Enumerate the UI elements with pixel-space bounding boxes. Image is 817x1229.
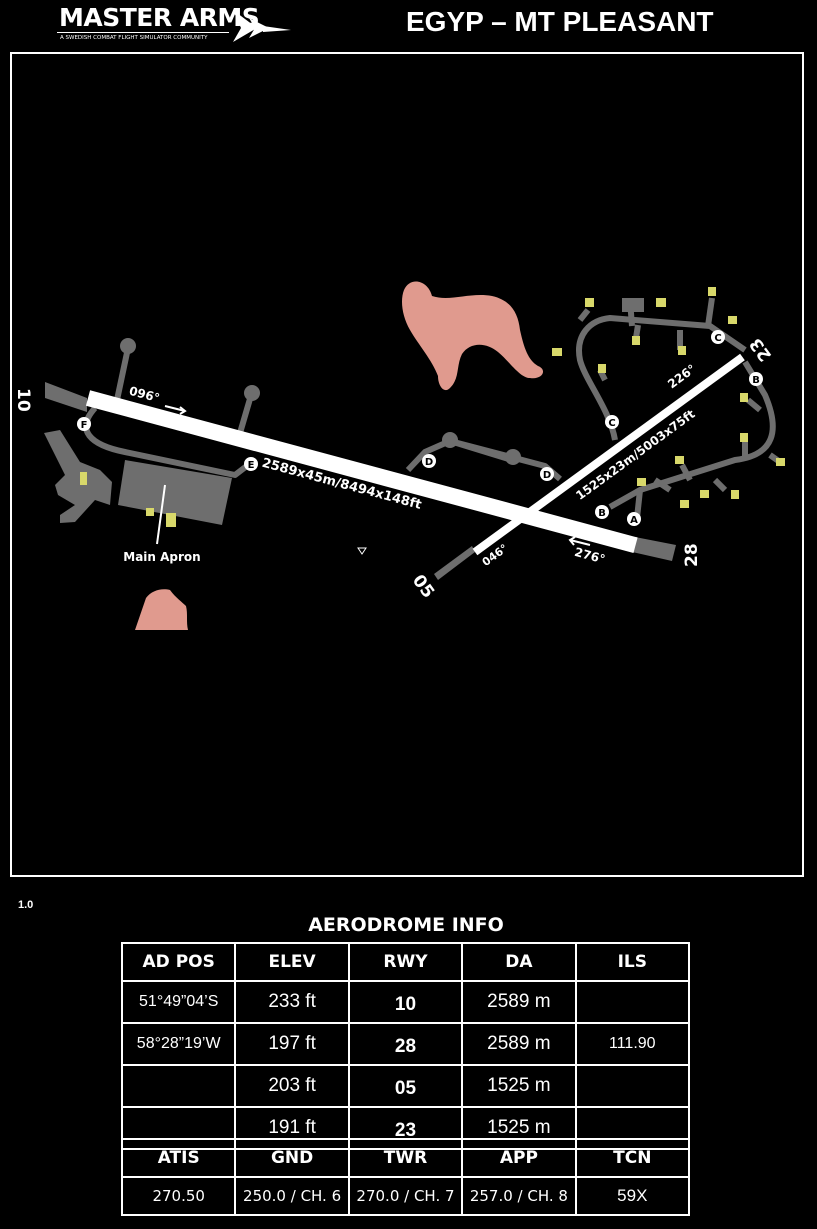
elev-cell: 197 ft	[234, 1022, 350, 1066]
rwy-cell: 10	[347, 980, 464, 1024]
master-arms-logo: MASTER ARMS A SWEDISH COMBAT FLIGHT SIMU…	[55, 4, 295, 48]
aerodrome-info-title: AERODROME INFO	[308, 914, 504, 936]
table-row: 270.50 250.0 / CH. 6 270.0 / CH. 7 257.0…	[120, 1176, 691, 1216]
da-cell: 2589 m	[461, 980, 577, 1024]
header-gnd: GND	[234, 1138, 350, 1178]
header-atis: ATIS	[120, 1138, 237, 1178]
chart-title: EGYP – MT PLEASANT	[406, 6, 714, 37]
terrain-area-south	[135, 589, 188, 630]
runway-05-23-dimensions: 1525 x 23 m / 5003 x 75 ft	[573, 407, 697, 503]
taxiway-label: F	[81, 420, 88, 431]
taxiway-marker-d: D	[422, 454, 436, 468]
taxiway-marker-c: C	[711, 330, 725, 344]
table-header-row: AD POS ELEV RWY DA ILS	[120, 942, 691, 982]
taxiway-label: B	[598, 508, 606, 519]
logo-subtitle: A SWEDISH COMBAT FLIGHT SIMULATOR COMMUN…	[60, 35, 208, 41]
taxiway-label: C	[608, 418, 615, 429]
header-rwy: RWY	[347, 942, 464, 982]
gnd-frequency: 250.0 / CH. 6	[234, 1176, 350, 1216]
tacan-channel: 59X	[574, 1176, 691, 1216]
ils-cell	[574, 1064, 691, 1108]
header-ad-pos: AD POS	[120, 942, 237, 982]
ils-cell	[574, 980, 691, 1024]
main-apron-label: Main Apron	[123, 550, 200, 564]
elev-cell: 203 ft	[234, 1064, 350, 1108]
dimension-word: 45	[303, 467, 324, 486]
taxiway-marker-b: B	[595, 505, 609, 519]
runway-end-23: 23	[746, 334, 776, 365]
taxiway-marker-c: C	[605, 415, 619, 429]
header-da: DA	[461, 942, 577, 982]
runway-end-28: 28	[682, 543, 702, 567]
app-frequency: 257.0 / CH. 8	[461, 1176, 577, 1216]
logo-underline	[57, 32, 229, 33]
da-cell: 2589 m	[461, 1022, 577, 1066]
runway-10-28-dimensions: 2589 x 45 m / 8494 x 148 ft	[260, 456, 423, 513]
airport-diagram: 2589 x 45 m / 8494 x 148 ft 096° 276° 10…	[13, 281, 785, 630]
atis-frequency: 270.50	[120, 1176, 237, 1216]
taxiway-marker-f: F	[77, 417, 91, 431]
heading-226: 226°	[665, 362, 698, 392]
logo-title: MASTER ARMS	[59, 3, 260, 32]
dimension-word: /	[334, 475, 343, 491]
header-app: APP	[461, 1138, 577, 1178]
frequency-table: ATIS GND TWR APP TCN 270.50 250.0 / CH. …	[120, 1138, 691, 1216]
header-ils: ILS	[574, 942, 691, 982]
runway-10-28: 2589 x 45 m / 8494 x 148 ft 096° 276°	[85, 384, 638, 567]
header-elev: ELEV	[234, 942, 350, 982]
taxiway-markers: F E D D C C B B A	[77, 330, 763, 526]
dimension-word: 148	[381, 488, 411, 510]
arp-icon	[357, 547, 367, 555]
taxiway-label: B	[752, 375, 760, 386]
rwy-cell: 05	[347, 1064, 464, 1108]
dimension-word: m	[321, 472, 338, 490]
runway-05-23-surface	[472, 353, 745, 556]
ils-cell: 111.90	[574, 1022, 691, 1066]
taxiway-marker-b: B	[749, 372, 763, 386]
runway-end-10: 10	[13, 388, 33, 412]
header-tcn: TCN	[574, 1138, 691, 1178]
heading-276: 276°	[573, 545, 607, 567]
taxiway-marker-e: E	[244, 457, 258, 471]
dimension-word: ft	[408, 495, 423, 513]
taxiway-marker-d: D	[540, 467, 554, 481]
jet-icon	[233, 10, 291, 42]
runway-10-28-surface	[85, 390, 638, 553]
taxiway-label: D	[543, 470, 551, 481]
arrow-276-icon	[568, 536, 591, 546]
ad-pos-cell: 51°49”04’S	[120, 980, 237, 1024]
table-header-row: ATIS GND TWR APP TCN	[120, 1138, 691, 1178]
apron-leader-line	[156, 484, 166, 545]
version-label: 1.0	[18, 899, 34, 911]
ad-pos-cell	[120, 1064, 237, 1108]
twr-frequency: 270.0 / CH. 7	[347, 1176, 464, 1216]
map-frame	[10, 52, 804, 877]
header-twr: TWR	[347, 1138, 464, 1178]
da-cell: 1525 m	[461, 1064, 577, 1108]
elev-cell: 233 ft	[234, 980, 350, 1024]
taxiway-label: E	[248, 460, 255, 471]
taxiway-label: D	[425, 457, 433, 468]
taxiway-marker-a: A	[627, 512, 641, 526]
taxiway-label: A	[630, 515, 638, 526]
terrain	[135, 281, 544, 630]
runway-end-05: 05	[408, 571, 438, 602]
taxiway-label: C	[714, 333, 721, 344]
rwy-cell: 28	[347, 1022, 464, 1066]
parking-stands	[80, 287, 785, 527]
arrow-096-icon	[164, 405, 187, 415]
elev-cell: 191 ft	[234, 1106, 350, 1150]
terrain-area-north	[402, 281, 544, 391]
ad-pos-cell: 58°28”19’W	[120, 1022, 237, 1066]
